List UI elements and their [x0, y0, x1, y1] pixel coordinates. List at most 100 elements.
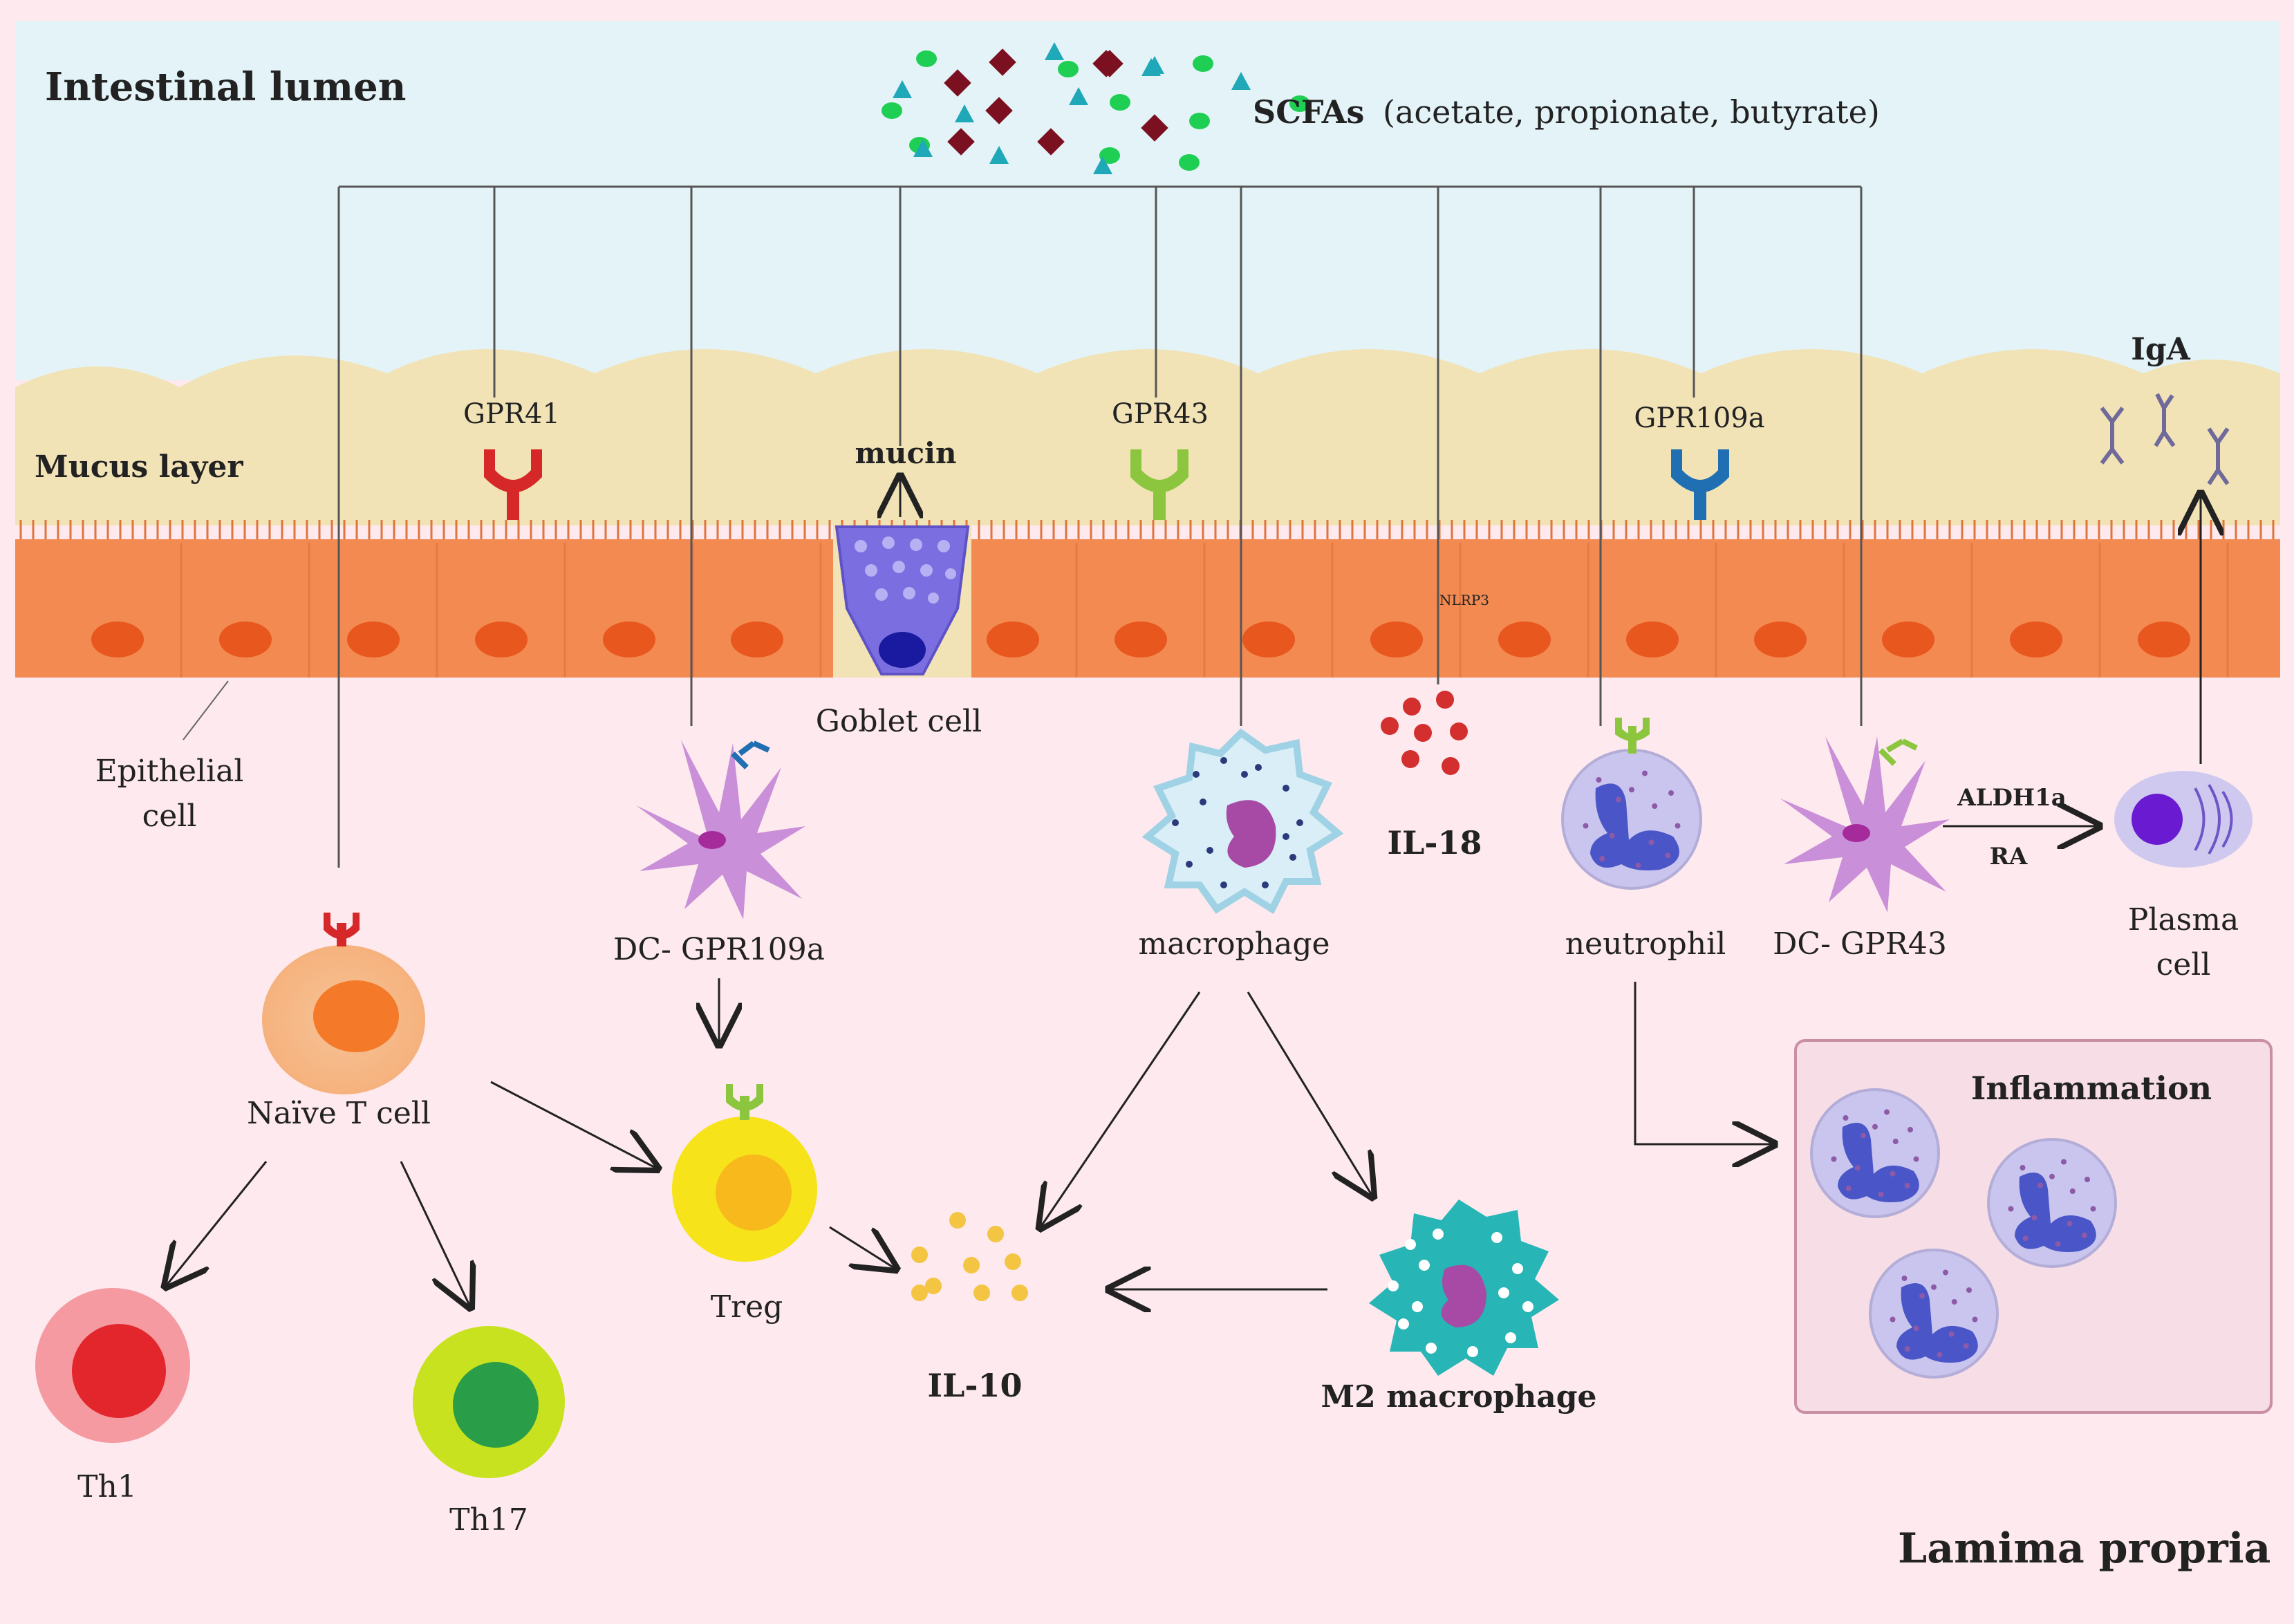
- macrophage-granule: [1283, 785, 1289, 792]
- epithelial-cells: [91, 543, 2229, 678]
- macrophage-granule: [1172, 819, 1179, 826]
- macrophage-granule: [1283, 833, 1289, 840]
- m2-macrophage-label: M2 macrophage: [1321, 1379, 1596, 1415]
- scfa-particle: [1193, 55, 1213, 72]
- neutrophil-granule: [1861, 1132, 1866, 1139]
- neutrophil-granule: [1913, 1156, 1919, 1162]
- macrophage-label: macrophage: [1138, 926, 1330, 962]
- plasma-cell: [2114, 771, 2253, 868]
- dc-gpr43-cell: [1780, 736, 1950, 913]
- scfa-particle: [989, 146, 1009, 164]
- macrophage-granule: [1186, 861, 1193, 868]
- ra-label: RA: [1990, 843, 2028, 870]
- neutrophil-granule: [1943, 1269, 1948, 1276]
- th1-cell: [35, 1288, 190, 1443]
- scfa-particle: [1179, 154, 1200, 171]
- goblet-cell: [833, 525, 971, 678]
- scfa-particle: [1231, 72, 1251, 90]
- plasma-cell-label-2: cell: [2156, 947, 2211, 982]
- nlrp3-label: NLRP3: [1439, 592, 1489, 608]
- neutrophil-granule: [1937, 1352, 1943, 1358]
- neutrophil-granule: [2049, 1173, 2055, 1179]
- neutrophil-granule: [2055, 1241, 2061, 1247]
- neutrophil-granules: [1583, 770, 1681, 868]
- neutrophil-granule: [2022, 1235, 2029, 1241]
- gpr43-label: GPR43: [1112, 398, 1209, 430]
- th17-label: Th17: [449, 1502, 528, 1538]
- scfa-particle: [1069, 87, 1088, 105]
- m2-macrophage-cell: [1369, 1200, 1559, 1376]
- inflamed-neutrophil-2: [1987, 1138, 2117, 1268]
- il18-label: IL-18: [1388, 824, 1482, 861]
- neutrophil-granule: [2085, 1177, 2090, 1182]
- neutrophil-granule: [1642, 770, 1648, 776]
- neutrophil-granule: [1831, 1156, 1837, 1162]
- neutrophil-granule: [2069, 1188, 2076, 1194]
- microvilli: [19, 520, 2275, 539]
- m2-macrophage-granule: [1467, 1346, 1478, 1357]
- m2-macrophage-granule: [1412, 1301, 1423, 1312]
- m2-macrophage-granule: [1505, 1332, 1516, 1343]
- treg-to-il10-arrow: [829, 1226, 895, 1269]
- neutrophil-granule: [1665, 852, 1671, 859]
- neutrophil-granule: [1845, 1186, 1852, 1191]
- scfa-label: SCFAs (acetate, propionate, butyrate): [1253, 93, 1880, 131]
- naive-to-treg-arrow: [490, 1081, 657, 1168]
- macrophage-granule: [1255, 764, 1262, 771]
- neutrophil-granule: [1648, 839, 1654, 846]
- th1-label: Th1: [77, 1469, 137, 1504]
- il10-particle: [949, 1212, 966, 1229]
- neutrophil-granule: [1966, 1287, 1972, 1293]
- mucus-layer-label: Mucus layer: [35, 449, 243, 485]
- neutrophil-granule: [1843, 1115, 1849, 1121]
- treg-label: Treg: [711, 1289, 783, 1325]
- m2-macrophage-granules: [1388, 1229, 1533, 1357]
- neutrophil-granule: [1901, 1276, 1908, 1281]
- inflamed-neutrophil-1: [1810, 1088, 1940, 1218]
- m2-macrophage-granule: [1419, 1260, 1430, 1271]
- neutrophil-granule: [1675, 823, 1681, 829]
- neutrophil-granule: [2061, 1159, 2067, 1165]
- dc-gpr43-label: DC- GPR43: [1773, 926, 1947, 962]
- scfa-connector-lines: [337, 185, 1863, 868]
- m2-macrophage-granule: [1498, 1287, 1509, 1298]
- il10-particle: [987, 1226, 1004, 1242]
- m2-macrophage-granule: [1405, 1239, 1416, 1250]
- scfa-particle: [1110, 94, 1130, 111]
- gpr43-receptor-icon: [1130, 449, 1188, 520]
- neutrophil-granule: [2008, 1206, 2014, 1212]
- m2-macrophage-granule: [1433, 1229, 1444, 1240]
- macrophage-granule: [1193, 771, 1200, 778]
- mucus-layer: [15, 349, 2280, 525]
- neutrophil-granule: [1583, 823, 1589, 829]
- il10-particle: [963, 1257, 980, 1273]
- macrophage-granule: [1262, 881, 1269, 888]
- macrophage-granule: [1220, 881, 1227, 888]
- neutrophil-granule: [1668, 790, 1674, 796]
- intestinal-lumen-background: [15, 21, 2280, 380]
- neutrophil-granule: [1963, 1343, 1969, 1349]
- th17-cell: [413, 1326, 565, 1478]
- neutrophil-granule: [2067, 1220, 2073, 1226]
- neutrophil-granule: [2031, 1215, 2037, 1221]
- il10-particle: [925, 1278, 942, 1294]
- neutrophil-granule: [1890, 1316, 1896, 1323]
- scfa-particle: [1289, 95, 1310, 112]
- aldh1a-label: ALDH1a: [1957, 784, 2067, 812]
- macrophage-granules: [1172, 757, 1303, 888]
- epithelial-cell-label-1: Epithelial: [95, 754, 244, 789]
- macrophage-granule: [1200, 799, 1206, 805]
- m2-macrophage-granule: [1522, 1301, 1533, 1312]
- goblet-cell-label: Goblet cell: [816, 704, 982, 739]
- macrophage-granule: [1220, 757, 1227, 764]
- neutrophil-granule: [1890, 1170, 1896, 1177]
- macrophage-granule: [1296, 819, 1303, 826]
- naive-to-th1-arrow: [166, 1161, 268, 1286]
- macrophage-to-il10-arrow: [1041, 991, 1201, 1227]
- m2-macrophage-granule: [1491, 1232, 1502, 1243]
- scfa-particle: [1093, 156, 1112, 174]
- il10-particle: [1005, 1253, 1021, 1270]
- inflammation-granules: [1831, 1109, 2096, 1358]
